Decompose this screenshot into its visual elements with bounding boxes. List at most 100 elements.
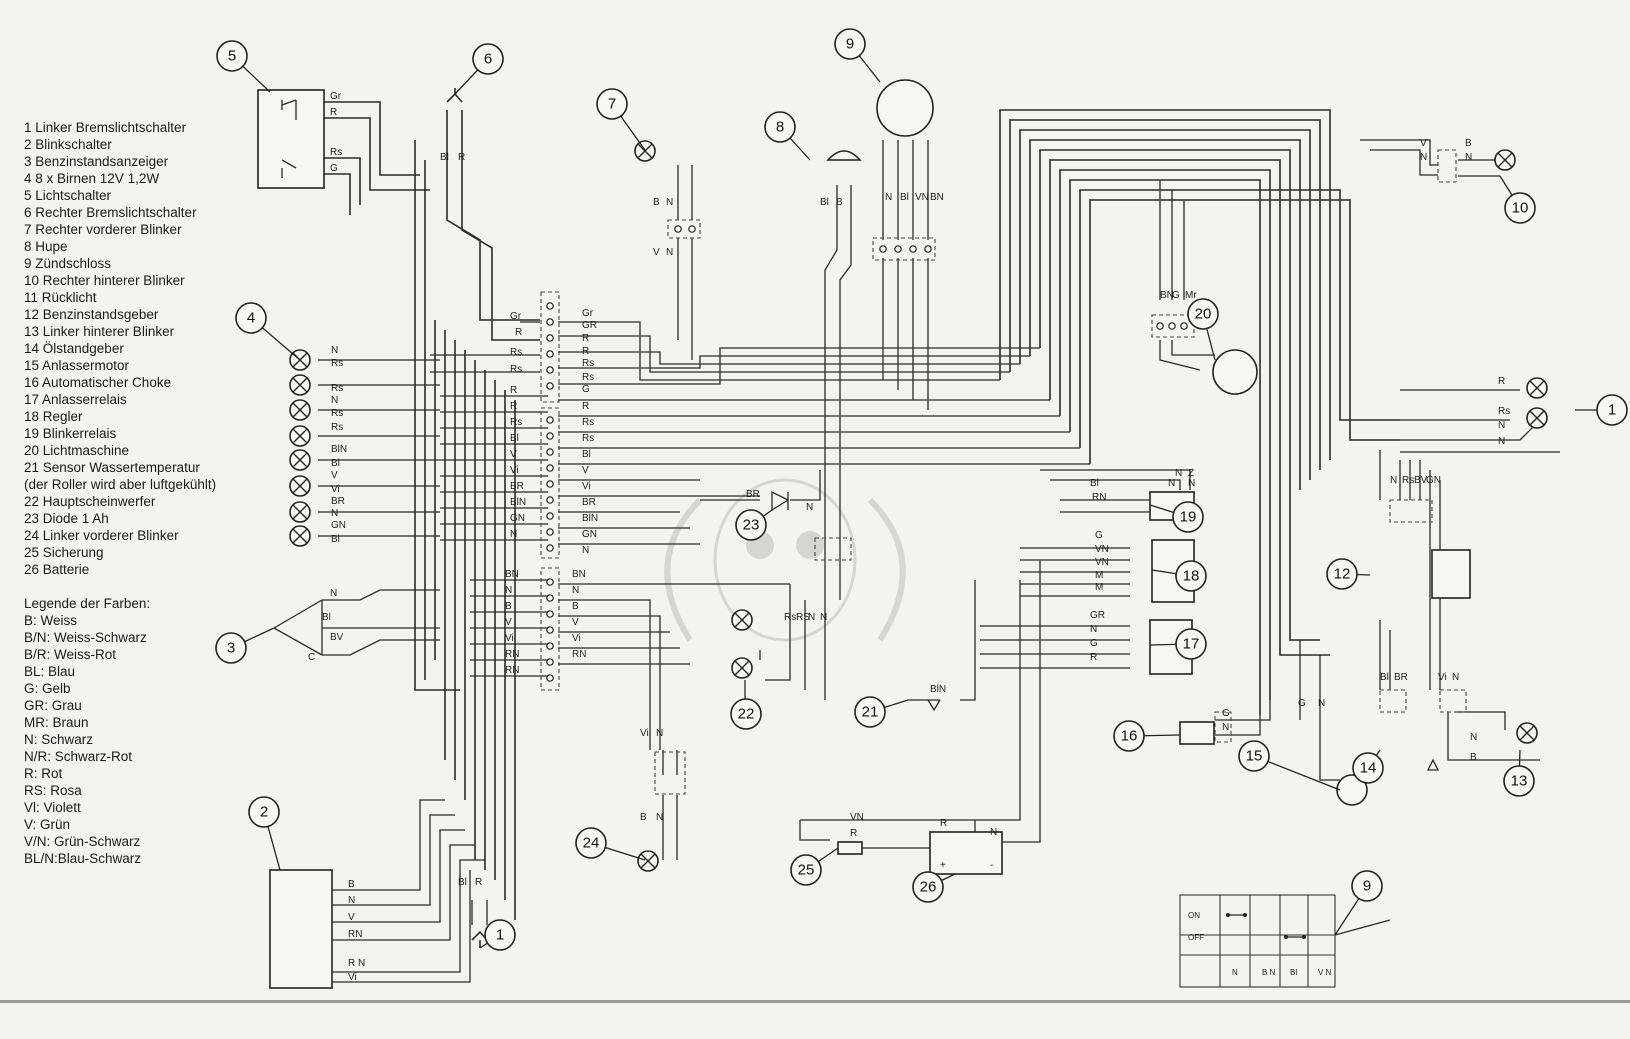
component-item: 24 Linker vorderer Blinker — [24, 528, 179, 543]
wire-label-c_low_l: RN — [505, 665, 519, 676]
callout-label-12: 12 — [1334, 566, 1351, 583]
wire-label-c_mid_l: V — [510, 449, 517, 460]
wire-label-c_mid_r: Rs — [582, 417, 594, 428]
wire-label-lamps4: Rs — [331, 422, 343, 433]
component-item: 21 Sensor Wassertemperatur — [24, 460, 200, 475]
callout-label-24: 24 — [583, 835, 600, 852]
wire-label-c13: Vi — [1438, 672, 1447, 683]
wire-label-c11: R — [1498, 376, 1505, 387]
callout-6 — [472, 43, 504, 75]
component-item: 10 Rechter hinterer Blinker — [24, 273, 185, 288]
color-item: BL/N:Blau-Schwarz — [24, 851, 142, 866]
lamp — [289, 525, 311, 547]
lamp — [1526, 377, 1548, 399]
wire-label-c23: N — [806, 502, 813, 513]
component-legend: 1 Linker Bremslichtschalter 2 Blinkschal… — [24, 119, 216, 867]
wire-label-c13: N — [1452, 672, 1459, 683]
callout-8 — [764, 111, 796, 143]
callout-23 — [735, 509, 767, 541]
callout-label-23: 23 — [743, 517, 760, 534]
callout-label-11: 1 — [1608, 402, 1616, 419]
callout-17 — [1175, 628, 1207, 660]
connector-pin — [546, 496, 554, 504]
lamp — [289, 501, 311, 523]
wire-label-c_top_r: R — [582, 346, 589, 357]
wire-label-c24: B — [640, 812, 647, 823]
starter-motor-15 — [1336, 774, 1368, 806]
wire-label-sw2: RN — [348, 929, 362, 940]
wire-label-sensor3: N — [330, 588, 337, 599]
component-item: 11 Rücklicht — [24, 290, 97, 305]
lamps — [289, 140, 1548, 872]
wire-label-c24: N — [656, 812, 663, 823]
connector-pin — [546, 432, 554, 440]
wire-label-c_mid_l: R — [510, 401, 517, 412]
wire-label-c_top: Gr — [510, 311, 522, 322]
wire-label-sw5: R — [330, 107, 337, 118]
wire-label-sw2: R N — [348, 958, 365, 969]
callout-7 — [596, 88, 628, 120]
wire-label-c_mid_l: Rs — [510, 417, 522, 428]
color-item: R: Rot — [24, 766, 63, 781]
wire-label-sw2: B — [348, 879, 355, 890]
callout-26 — [912, 871, 944, 903]
wire-label-c_low_r: B — [572, 601, 579, 612]
callout-label-2: 2 — [260, 804, 268, 821]
connector-pin — [546, 544, 554, 552]
wire-label-c_mid_r: Rs — [582, 433, 594, 444]
wire-label-c_mid_r: V — [582, 465, 589, 476]
wire-label-c_low_r: RN — [572, 649, 586, 660]
wire-label-lamps4: Rs — [331, 408, 343, 419]
ignition-col-label: Bl — [1290, 968, 1297, 977]
wire-label-c10: B — [1465, 138, 1472, 149]
wire-label-c10: V — [1420, 138, 1427, 149]
connector-pin — [688, 225, 696, 233]
choke-16 — [1179, 721, 1215, 745]
wire-label-c_low_l: V — [505, 617, 512, 628]
connector-pin — [546, 318, 554, 326]
connector-pin — [546, 578, 554, 586]
component-item: 1 Linker Bremslichtschalter — [24, 120, 187, 135]
callout-label-9: 9 — [846, 36, 854, 53]
connector-pin — [546, 350, 554, 358]
wire-label-c12: Rs — [1402, 475, 1414, 486]
connector-pin — [546, 366, 554, 374]
lamp — [289, 475, 311, 497]
color-item: BL: Blau — [24, 664, 76, 679]
wire-label-c19: RN — [1092, 492, 1106, 503]
wire-label-sw6: R — [458, 152, 465, 163]
diode-23 — [771, 490, 790, 512]
callout-24 — [575, 827, 607, 859]
wire-label-c20: G — [1172, 290, 1180, 301]
wire-label-c_mid_l: N — [510, 529, 517, 540]
wire-label-sw2: N — [348, 895, 355, 906]
wire-label-c18: VN — [1095, 544, 1109, 555]
horn-8 — [826, 150, 862, 161]
wire-label-c9: Bl — [900, 192, 909, 203]
wire-label-sensor3: Bl — [322, 612, 331, 623]
wire-label-c19: N — [1188, 478, 1195, 489]
wire-label-c_top: Rs — [510, 347, 522, 358]
callout-25 — [790, 854, 822, 886]
component-item: 9 Zündschloss — [24, 256, 112, 271]
wire-label-sw6: Bl — [440, 152, 449, 163]
color-item: B: Weiss — [24, 613, 78, 628]
callout-20 — [1187, 298, 1219, 330]
color-item: N: Schwarz — [24, 732, 94, 747]
wire-label-sw2: V — [348, 912, 355, 923]
connector-pin — [546, 512, 554, 520]
wire-label-c_mid_l: Bl — [510, 433, 519, 444]
component-item: 26 Batterie — [24, 562, 90, 577]
ignition-col-label: V N — [1318, 968, 1332, 977]
wire-label-c19: Z — [1188, 468, 1194, 479]
connector-blocks — [540, 149, 1467, 795]
connector-pin — [546, 480, 554, 488]
component-item: 15 Anlassermotor — [24, 358, 130, 373]
connector-pin — [546, 610, 554, 618]
wire-label-c_mid_l: BlN — [510, 497, 526, 508]
wire-label-c19: N — [1168, 478, 1175, 489]
lamp — [1516, 722, 1538, 744]
connector-pin — [546, 416, 554, 424]
